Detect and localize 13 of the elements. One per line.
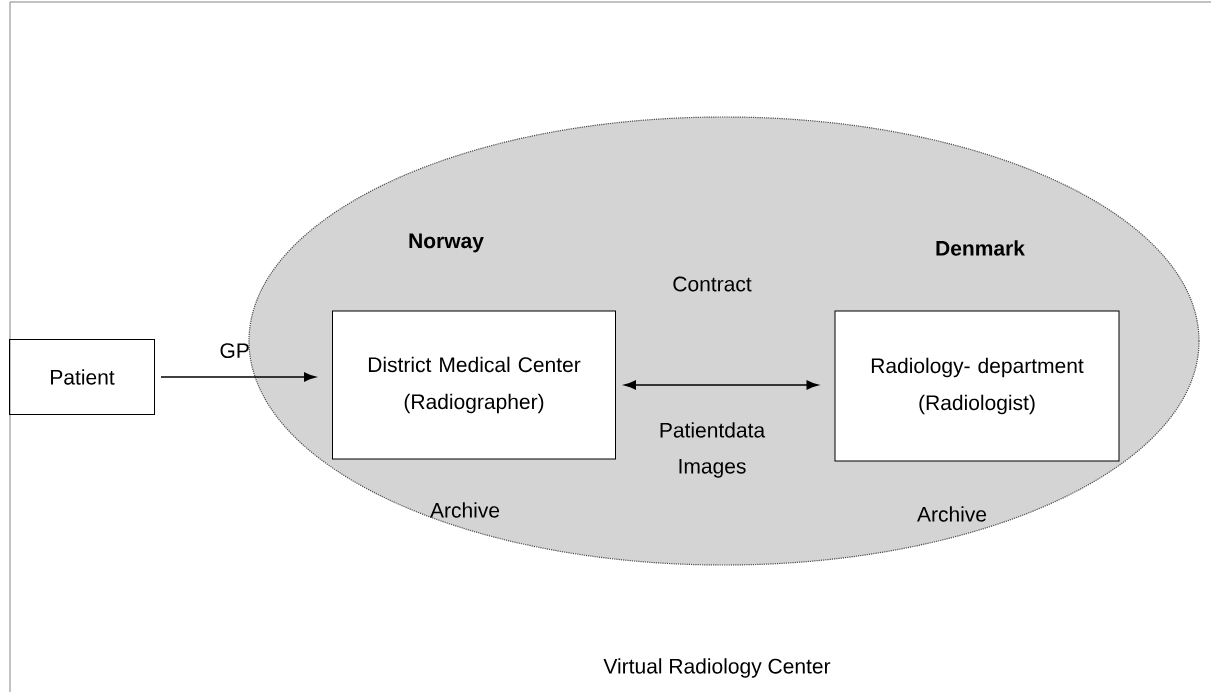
arrow	[624, 380, 819, 390]
text-label: Archive	[917, 506, 987, 522]
edge-label: GP	[220, 343, 249, 359]
process-box: District Medical Center (Radiographer)	[332, 310, 616, 460]
arrow	[160, 372, 316, 382]
text-label: Norway	[409, 233, 484, 253]
text-label: Contract	[673, 276, 752, 292]
text-label: Archive	[430, 502, 500, 518]
text-label: Denmark	[936, 240, 1025, 256]
text-label: Patientdata Images	[660, 422, 766, 478]
text-label: Virtual Radiology Center	[603, 658, 831, 678]
process-box: Patient	[9, 339, 155, 415]
process-box: Radiology- department (Radiologist)	[834, 310, 1120, 462]
